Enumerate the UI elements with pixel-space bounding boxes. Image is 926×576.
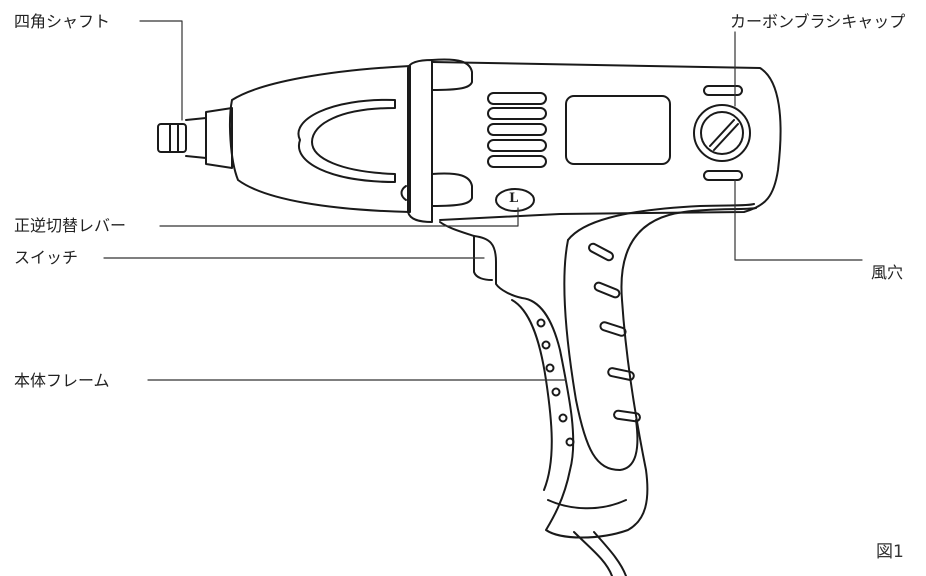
leader-reverse-lever: [159, 207, 519, 227]
label-switch: スイッチ: [14, 248, 79, 267]
label-reverse-lever: 正逆切替レバー: [14, 216, 127, 235]
label-carbon-brush-cap: カーボンブラシキャップ: [730, 12, 906, 31]
leader-lines: [103, 20, 863, 381]
square-shaft-drawing: [157, 107, 233, 169]
hammer-case-drawing: [229, 65, 411, 213]
label-air-vent: 風穴: [871, 263, 904, 282]
carbon-brush-cap-drawing: [693, 104, 751, 162]
power-cord-drawing: [573, 531, 627, 576]
label-body-frame: 本体フレーム: [14, 371, 110, 390]
motor-housing-drawing: [431, 61, 782, 221]
reverse-lever-mark: L: [509, 191, 519, 206]
figure-caption: 図1: [876, 542, 904, 562]
reverse-lever-drawing: [495, 188, 535, 212]
label-square-shaft: 四角シャフト: [14, 12, 111, 31]
body-frame-drawing: [439, 203, 757, 539]
leader-air-vent: [734, 179, 863, 261]
band-ring-drawing: [400, 58, 473, 223]
leader-square-shaft: [139, 20, 183, 121]
